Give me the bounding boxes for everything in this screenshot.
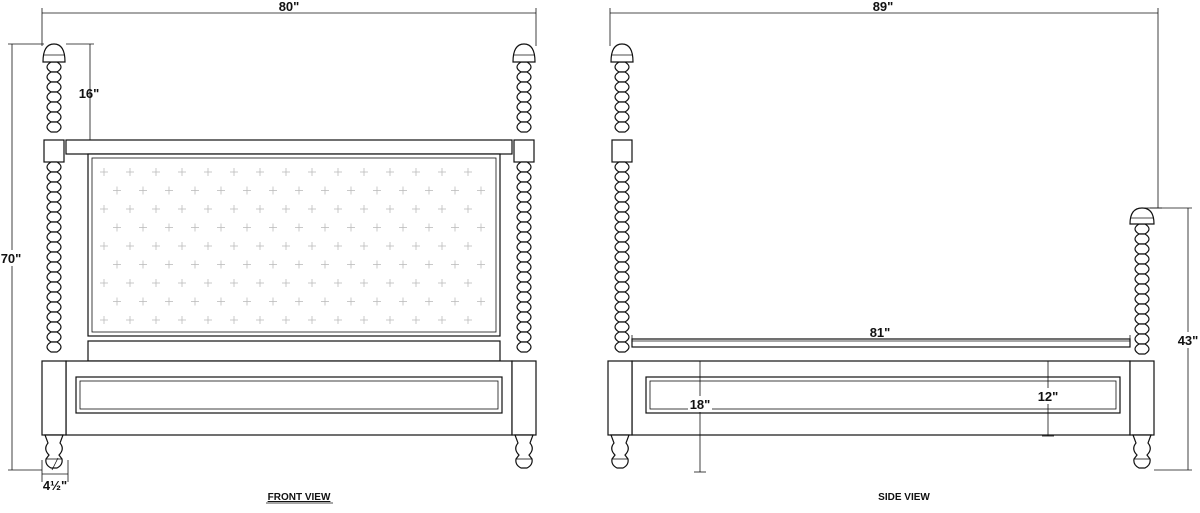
side-rail-length-label: 81" [870, 325, 891, 340]
dim-front-height: 70" [0, 43, 44, 471]
dim-side-footboard-height: 43" [1150, 207, 1200, 471]
side-head-post-block [607, 360, 633, 436]
front-right-finial [512, 43, 536, 63]
side-foot-spindle [1134, 223, 1150, 355]
side-head-finial [610, 43, 634, 63]
side-head-post [607, 43, 634, 469]
front-right-post-block [511, 360, 537, 436]
side-length-label: 89" [873, 0, 894, 14]
headboard-top-rail [65, 139, 513, 155]
side-rail-panel-inner [649, 380, 1117, 410]
front-right-post [511, 43, 537, 469]
side-footboard-height-label: 43" [1178, 333, 1199, 348]
side-foot-turned-foot [1132, 434, 1152, 469]
side-view-caption: SIDE VIEW [878, 492, 930, 503]
front-base-rail [65, 360, 513, 436]
dim-side-length: 89" [609, 0, 1162, 209]
front-left-spindle-lower [46, 161, 62, 353]
side-head-post-collar [611, 139, 633, 163]
side-head-turned-foot [610, 434, 630, 469]
front-base-panel-outer [75, 376, 503, 414]
front-view: 80" 70" 16" 4½" FRONT VIEW [0, 0, 537, 504]
side-head-spindle-lower [614, 161, 630, 353]
front-base-panel-inner [79, 380, 499, 410]
front-left-finial [42, 43, 66, 63]
front-right-turned-foot [514, 434, 534, 469]
front-left-post-collar [43, 139, 65, 163]
front-right-spindle-lower [516, 161, 532, 353]
front-left-post-block [41, 360, 67, 436]
headboard-panel [87, 153, 501, 337]
front-finial-label: 16" [79, 86, 100, 101]
front-right-spindle-upper [516, 61, 532, 133]
front-leg-label: 4½" [43, 478, 67, 493]
dim-front-width: 80" [41, 0, 537, 46]
dim-side-rail-length: 81" [631, 325, 1131, 347]
front-left-post [41, 43, 67, 469]
side-foot-finial [1129, 207, 1155, 225]
front-view-caption: FRONT VIEW [268, 492, 331, 503]
side-view: 89" 81" 43" 18" [607, 0, 1200, 503]
side-mattress-line [631, 338, 1131, 348]
side-rail-panel-outer [645, 376, 1121, 414]
front-right-post-collar [513, 139, 535, 163]
dim-side-rail-height: 18" [688, 360, 712, 473]
headboard-lower-board [87, 340, 501, 362]
tufting-pattern [100, 168, 485, 324]
dim-front-leg: 4½" [41, 457, 69, 493]
side-foot-post-block [1129, 360, 1155, 436]
side-panel-height-label: 12" [1038, 389, 1059, 404]
front-height-label: 70" [1, 251, 22, 266]
front-left-turned-foot [44, 434, 64, 469]
headboard-panel-inner [91, 157, 497, 333]
side-head-spindle-upper [614, 61, 630, 133]
side-rail-height-label: 18" [690, 397, 711, 412]
front-width-label: 80" [279, 0, 300, 14]
side-foot-post [1129, 207, 1155, 469]
dim-side-panel-height: 12" [1036, 360, 1060, 437]
dim-front-finial: 16" [66, 43, 100, 140]
front-left-spindle-upper [46, 61, 62, 133]
